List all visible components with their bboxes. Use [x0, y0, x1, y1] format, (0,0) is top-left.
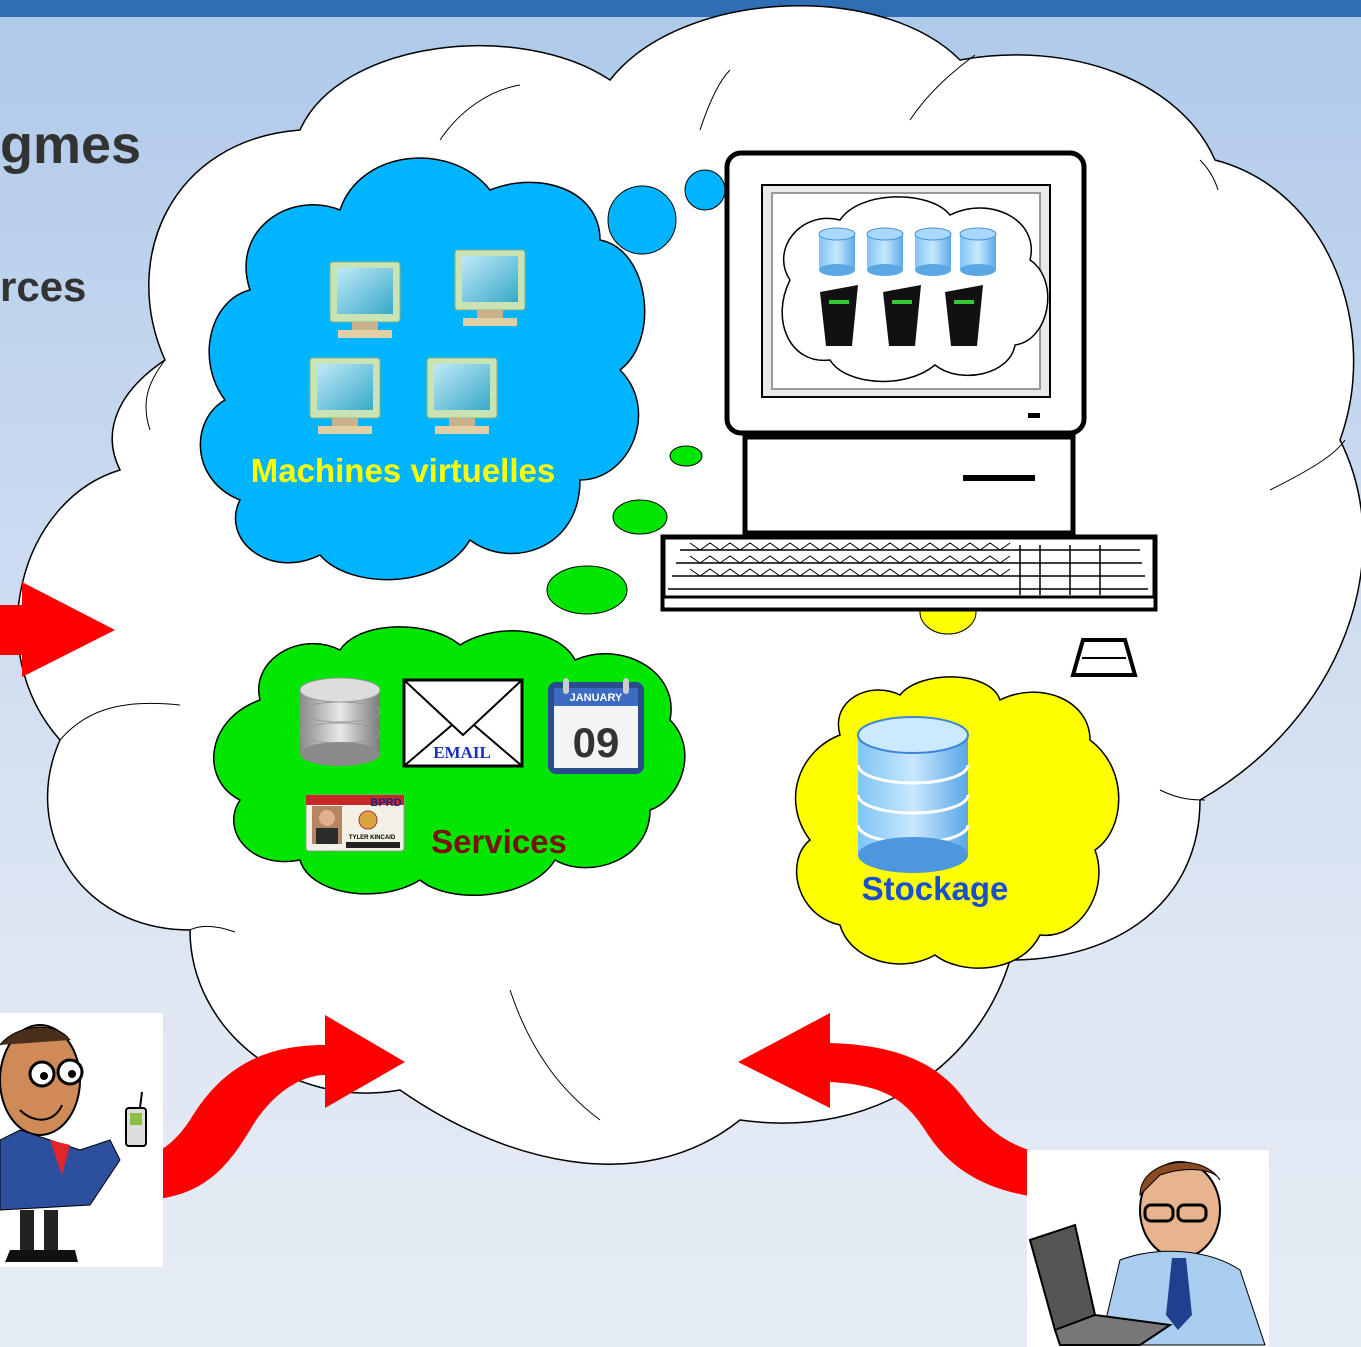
database-icon [959, 227, 997, 276]
monitor-icon [309, 357, 381, 434]
vm-cloud [199, 157, 646, 581]
vm-monitors [309, 249, 526, 434]
id-badge-icon: BPRD TYLER KINCAID NOV 9, 2016 [305, 794, 405, 852]
services-cloud-label: Services [431, 823, 567, 860]
storage-cloud-label: Stockage [862, 870, 1009, 907]
monitor-icon [329, 261, 401, 338]
businessman-phone-illustration [0, 1013, 163, 1267]
database-icon [818, 227, 856, 276]
man-laptop-illustration [1027, 1150, 1269, 1347]
thought-bubbles-green [546, 445, 703, 615]
calendar-month: JANUARY [570, 692, 623, 704]
calendar-icon: JANUARY 09 [548, 678, 644, 774]
arrow-user-right [738, 1013, 1073, 1200]
database-icon [866, 227, 904, 276]
badge-date: NOV 9, 2016 [313, 846, 337, 851]
server-icon [945, 285, 983, 346]
monitor-icon [454, 249, 526, 326]
desktop-computer-icon [660, 150, 1158, 677]
server-icon [883, 285, 921, 346]
slide-title: gmes [0, 115, 142, 175]
vm-cloud-label: Machines virtuelles [251, 452, 555, 489]
database-icon [299, 677, 381, 766]
calendar-day: 09 [573, 719, 620, 766]
arrow-left-right [0, 582, 115, 677]
badge-name: TYLER KINCAID [349, 835, 396, 841]
arrow-user-left [115, 1015, 405, 1201]
database-icon [914, 227, 952, 276]
top-bar [0, 0, 1361, 17]
badge-org: BPRD [370, 797, 401, 809]
email-icon: EMAIL [402, 678, 524, 768]
email-icon-label: EMAIL [433, 743, 491, 762]
slide-subtitle: rces [0, 263, 87, 310]
storage-database-icon [856, 716, 970, 873]
server-icon [820, 285, 858, 346]
monitor-icon [426, 357, 498, 434]
